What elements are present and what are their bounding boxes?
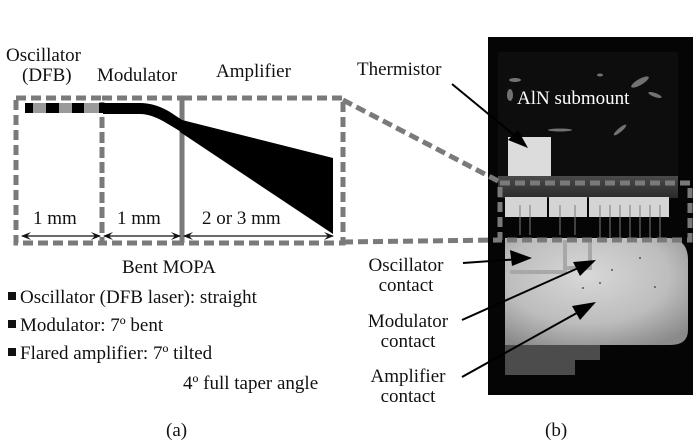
zoom-line-top [341,97,504,186]
bullet-square-icon [8,320,16,328]
modulator-contact-line2: contact [380,331,436,352]
modulator-length-label: 1 mm [117,208,161,229]
oscillator-dfb-label: (DFB) [22,65,72,86]
flared-amplifier [180,120,333,234]
thermistor-leader [451,83,521,141]
chip-strip [498,176,678,198]
wire-bonds [519,205,661,240]
solder-residue [505,345,600,375]
oscillator-contact-outline [510,240,567,274]
amplifier-contact-label: Amplifier contact [352,367,464,407]
oscillator-label: Oscillator [6,45,81,66]
bullet-text: Oscillator (DFB laser): straight [20,287,257,308]
amplifier-length-label: 2 or 3 mm [202,208,281,229]
bullet-oscillator: Oscillator (DFB laser): straight [8,288,257,308]
thermistor-label: Thermistor [357,59,442,80]
device-title: Bent MOPA [122,257,216,278]
modulator-bent-waveguide [103,103,188,136]
amplifier-contact-leader [461,308,585,378]
modulator-label: Modulator [97,65,178,86]
bullet-text: Flared amplifier: 7º tilted [20,343,213,364]
modulator-box [99,95,185,246]
submount-label: AlN submount [517,88,630,109]
waveguide [25,103,333,234]
bullet-text: Modulator: 7º bent [20,315,164,336]
bullet-modulator: Modulator: 7º bent [8,316,163,336]
modulator-contact-label: Modulator contact [352,312,464,352]
modulator-contact-outline [565,240,592,270]
amplifier-label: Amplifier [216,61,291,82]
submount-debris [507,73,662,136]
amplifier-contact-line2: contact [380,386,436,407]
modulator-contact-line1: Modulator [367,311,449,332]
amplifier-box [179,95,346,246]
thermistor-chip [508,137,551,177]
photo-zoom-region-box [497,180,693,243]
amplifier-contact-line1: Amplifier [370,366,446,387]
zoom-line-bottom [342,237,501,245]
bullet-amplifier: Flared amplifier: 7º tilted [8,344,212,364]
chip-photo [488,37,693,395]
magnification-lines [341,97,504,245]
panel-a-caption: (a) [166,420,188,441]
oscillator-length-label: 1 mm [33,208,77,229]
laser-chip-body [505,238,688,345]
bullet-amplifier-continuation: 4º full taper angle [183,373,319,394]
thermistor-arrowhead [508,130,528,148]
oscillator-contact-arrowhead [510,250,532,266]
oscillator-dfb-grating [25,103,103,113]
panel-b-caption: (b) [545,420,568,441]
oscillator-contact-line2: contact [378,275,434,296]
oscillator-contact-label: Oscillator contact [350,256,462,296]
bullet-square-icon [8,348,16,356]
modulator-contact-leader [461,264,586,321]
modulator-contact-arrowhead [573,260,596,276]
oscillator-contact-line1: Oscillator [368,255,444,276]
amplifier-contact-arrowhead [572,302,596,320]
bullet-square-icon [8,292,16,300]
section-boxes [13,95,346,246]
callout-arrows [451,83,596,378]
oscillator-contact-leader [462,258,521,264]
